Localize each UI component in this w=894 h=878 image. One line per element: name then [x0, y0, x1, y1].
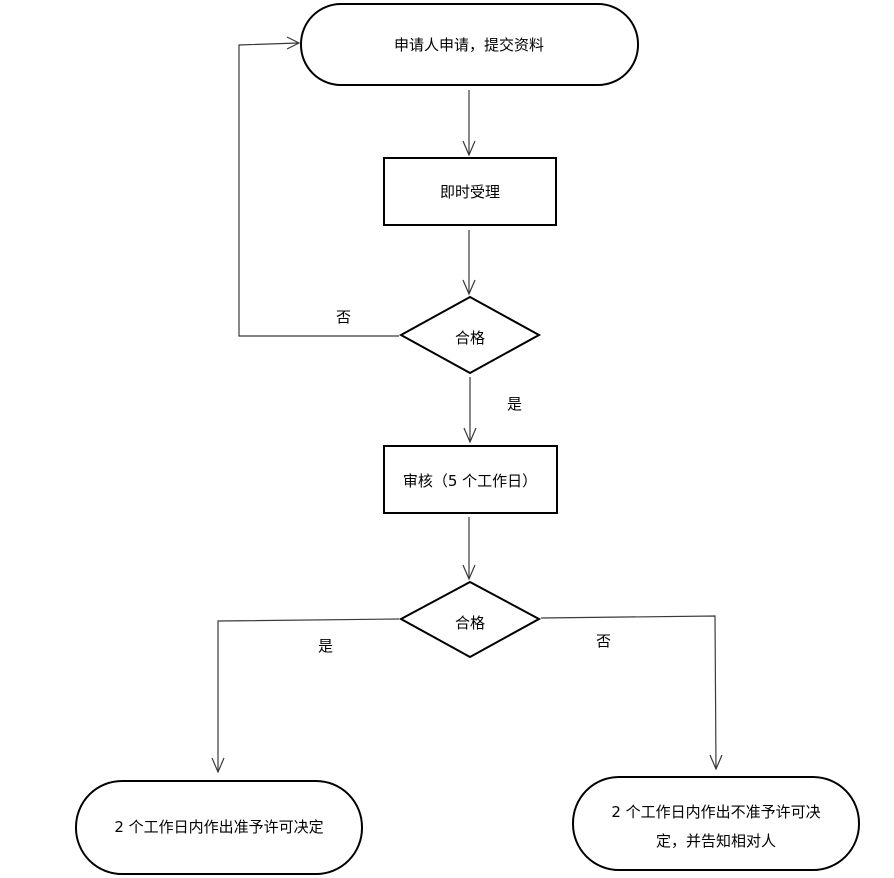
node-check2-label: 合格: [455, 614, 485, 632]
node-review-label: 审核（5 个工作日）: [403, 472, 537, 490]
edge-label-check1-no: 否: [336, 308, 351, 326]
edge-label-check1-yes: 是: [507, 395, 522, 413]
node-review: 审核（5 个工作日）: [383, 445, 558, 514]
node-accept-label: 即时受理: [440, 183, 500, 201]
node-check1: 合格: [398, 295, 542, 375]
node-reject: 2 个工作日内作出不准予许可决 定，并告知相对人: [572, 776, 860, 871]
node-reject-label-line1: 2 个工作日内作出不准予许可决: [611, 803, 820, 821]
edge-apply-to-accept: [462, 90, 476, 157]
edge-check2-yes-to-approve: [211, 618, 400, 774]
edge-label-check2-no: 否: [596, 632, 611, 650]
node-check2: 合格: [398, 580, 542, 659]
node-apply: 申请人申请，提交资料: [300, 3, 639, 86]
node-apply-label: 申请人申请，提交资料: [394, 36, 544, 54]
edge-label-check2-yes: 是: [318, 637, 333, 655]
edge-check1-yes-to-review: [463, 377, 477, 444]
node-check1-label: 合格: [455, 329, 485, 347]
edge-accept-to-check1: [462, 230, 476, 296]
edge-review-to-check2: [462, 517, 476, 581]
node-approve-label: 2 个工作日内作出准予许可决定: [114, 818, 323, 836]
edge-check2-no-to-reject: [540, 615, 723, 771]
node-accept: 即时受理: [383, 157, 557, 226]
edge-check1-no-loop: [238, 36, 399, 337]
node-reject-label-line2: 定，并告知相对人: [656, 832, 776, 850]
node-approve: 2 个工作日内作出准予许可决定: [75, 780, 363, 875]
